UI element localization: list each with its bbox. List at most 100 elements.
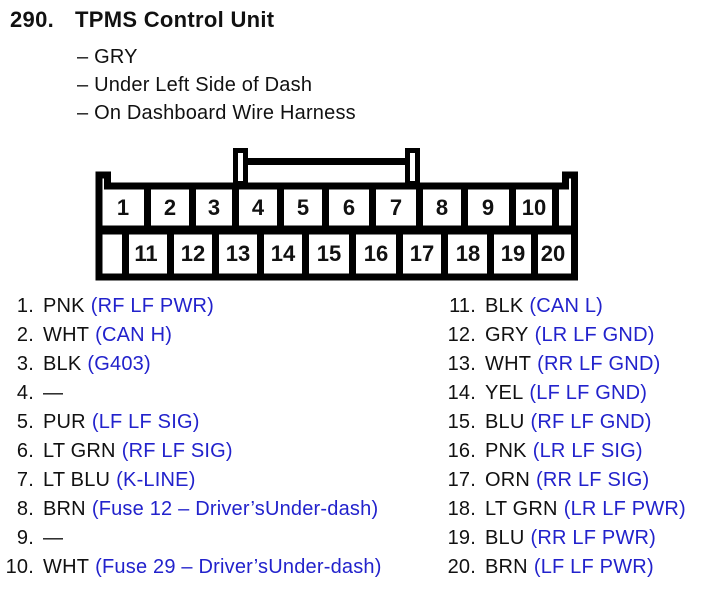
pin-number: 19.: [447, 527, 476, 549]
pin-signal: (RF LF SIG): [121, 440, 233, 462]
pin-list-item: 4. —: [4, 379, 382, 408]
pin-number: 15.: [447, 411, 476, 433]
pin-number: 2.: [16, 324, 34, 346]
pin-signal: (CAN H): [95, 324, 173, 346]
pin-signal: (Fuse 29 – Driver’sUnder-dash): [95, 556, 382, 578]
pin-number: 11.: [449, 295, 476, 317]
pin-list-item: 18. LT GRN (LR LF PWR): [443, 495, 686, 524]
pin-list-item: 17. ORN (RR LF SIG): [443, 466, 686, 495]
pin-cell-label: 15: [317, 241, 341, 266]
bullet-item: – Under Left Side of Dash: [77, 74, 313, 96]
pin-number: 9.: [16, 527, 34, 549]
pin-list-item: 6. LT GRN (RF LF SIG): [4, 437, 382, 466]
pin-list-item: 15. BLU (RF LF GND): [443, 408, 686, 437]
pin-list-item: 8. BRN (Fuse 12 – Driver’sUnder-dash): [4, 495, 382, 524]
pin-wire-color: YEL: [485, 382, 524, 404]
pin-wire-color: BLU: [485, 527, 525, 549]
pin-cell-label: 6: [343, 195, 355, 220]
pin-list-item: 2. WHT (CAN H): [4, 321, 382, 350]
pin-number: 1.: [16, 295, 34, 317]
pin-wire-color: LT GRN: [43, 440, 116, 462]
pin-number: 16.: [447, 440, 476, 462]
pin-wire-color: WHT: [43, 556, 90, 578]
pin-wire-color: LT GRN: [485, 498, 558, 520]
latch-post-left: [233, 148, 248, 186]
pin-list-item: 12. GRY (LR LF GND): [443, 321, 686, 350]
pin-grid-labels: 1 2 3 4 5 6 7 8 9 10 11 12 13 14 15 16 1…: [117, 195, 565, 266]
pin-list-item: 16. PNK (LR LF SIG): [443, 437, 686, 466]
pin-signal: (RR LF SIG): [536, 469, 650, 491]
cell-dividers-top: [144, 189, 559, 231]
pin-signal: (LR LF PWR): [563, 498, 686, 520]
pin-list-item: 1. PNK (RF LF PWR): [4, 292, 382, 321]
pin-list-item: 3. BLK (G403): [4, 350, 382, 379]
pin-list-left: 1. PNK (RF LF PWR) 2. WHT (CAN H) 3. BLK…: [4, 292, 382, 582]
pin-wire-color: WHT: [485, 353, 532, 375]
pin-signal: (LR LF SIG): [532, 440, 643, 462]
pin-number: 13.: [447, 353, 476, 375]
pin-signal: (RR LF GND): [537, 353, 661, 375]
pin-cell-label: 14: [271, 241, 296, 266]
pin-number: 6.: [16, 440, 34, 462]
pin-list-item: 11. BLK (CAN L): [443, 292, 686, 321]
pin-signal: (LF LF GND): [529, 382, 648, 404]
pin-number: 20.: [447, 556, 476, 578]
pin-wire-color: BLU: [485, 411, 525, 433]
pin-wire-color: —: [43, 382, 64, 404]
pin-cell-label: 8: [436, 195, 448, 220]
latch-post-right: [405, 148, 420, 186]
pin-number: 14.: [447, 382, 476, 404]
pin-wire-color: PNK: [485, 440, 527, 462]
pin-wire-color: PNK: [43, 295, 85, 317]
pin-number: 18.: [447, 498, 476, 520]
pin-list-item: 10. WHT (Fuse 29 – Driver’sUnder-dash): [4, 553, 382, 582]
pin-signal: (Fuse 12 – Driver’sUnder-dash): [91, 498, 379, 520]
pin-list-right: 11. BLK (CAN L) 12. GRY (LR LF GND) 13. …: [443, 292, 686, 582]
pin-signal: (RF LF PWR): [90, 295, 215, 317]
pin-signal: (G403): [87, 353, 151, 375]
section-number: 290.: [10, 7, 55, 32]
pin-cell-label: 11: [134, 241, 157, 266]
pin-cell-label: 17: [410, 241, 434, 266]
pin-cell-label: 16: [364, 241, 388, 266]
pin-number: 17.: [447, 469, 476, 491]
pin-wire-color: —: [43, 527, 64, 549]
pin-wire-color: BRN: [43, 498, 86, 520]
pin-cell-label: 4: [252, 195, 265, 220]
pin-signal: (LR LF GND): [534, 324, 655, 346]
pin-list-item: 5. PUR (LF LF SIG): [4, 408, 382, 437]
pin-cell-label: 18: [456, 241, 480, 266]
pin-number: 10.: [5, 556, 34, 578]
pin-signal: (LF LF SIG): [91, 411, 200, 433]
pin-wire-color: ORN: [485, 469, 531, 491]
pin-cell-label: 20: [541, 241, 565, 266]
pin-signal: (RR LF PWR): [530, 527, 657, 549]
pin-list-item: 19. BLU (RR LF PWR): [443, 524, 686, 553]
pin-list-item: 14. YEL (LF LF GND): [443, 379, 686, 408]
pin-cell-label: 19: [501, 241, 525, 266]
pin-number: 7.: [16, 469, 34, 491]
bullet-item: – On Dashboard Wire Harness: [77, 102, 356, 124]
pin-list-item: 20. BRN (LF LF PWR): [443, 553, 686, 582]
page-title: TPMS Control Unit: [75, 7, 275, 32]
pin-cell-label: 2: [164, 195, 176, 220]
pin-number: 8.: [16, 498, 34, 520]
pin-cell-label: 13: [226, 241, 250, 266]
pin-wire-color: GRY: [485, 324, 529, 346]
pin-number: 4.: [16, 382, 34, 404]
pin-wire-color: BRN: [485, 556, 528, 578]
pin-wire-color: LT BLU: [43, 469, 111, 491]
pin-wire-color: PUR: [43, 411, 86, 433]
cell-dividers-bottom: [122, 229, 538, 274]
pin-wire-color: BLK: [43, 353, 82, 375]
section-heading: 290. TPMS Control Unit: [10, 7, 274, 33]
header-notes: – GRY – Under Left Side of Dash – On Das…: [77, 43, 356, 127]
pin-cell-label: 7: [390, 195, 402, 220]
pin-number: 12.: [447, 324, 476, 346]
pin-cell-label: 1: [117, 195, 129, 220]
pin-wire-color: BLK: [485, 295, 524, 317]
pin-list-item: 7. LT BLU (K-LINE): [4, 466, 382, 495]
bullet-item: – GRY: [77, 46, 138, 68]
pin-signal: (CAN L): [529, 295, 604, 317]
connector-diagram: 1 2 3 4 5 6 7 8 9 10 11 12 13 14 15 16 1…: [95, 148, 578, 281]
